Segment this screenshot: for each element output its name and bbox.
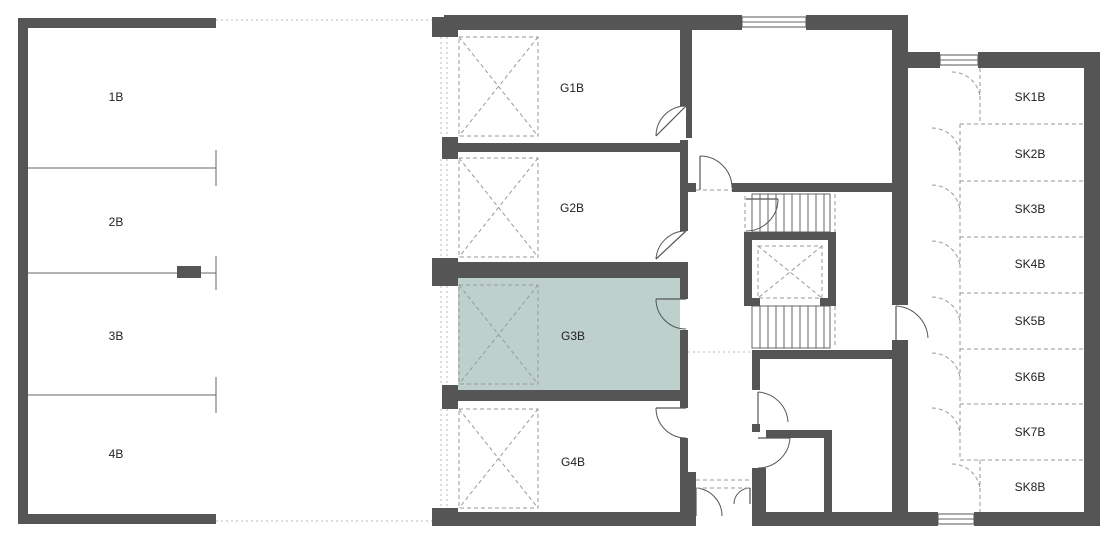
- core-lower-room-left-wall-1: [752, 350, 760, 390]
- storage-label-sk1b: SK1B: [1015, 90, 1046, 104]
- garage-label-g4b: G4B: [561, 455, 585, 469]
- parking-column: [177, 266, 201, 278]
- storage-label-sk4b: SK4B: [1015, 257, 1046, 271]
- storage-sk7b[interactable]: SK7B: [1015, 425, 1046, 439]
- garage-top-wall: [444, 15, 742, 30]
- central-core: [686, 15, 929, 526]
- storage-sk6b[interactable]: SK6B: [1015, 370, 1046, 384]
- garage-rear-wall-2: [680, 140, 688, 231]
- core-lower-room-top-wall: [752, 350, 900, 359]
- storage-sk8b[interactable]: SK8B: [1015, 480, 1046, 494]
- door-stairs: [744, 196, 779, 232]
- garage-partition-2: [458, 262, 688, 278]
- parking-label-3b: 3B: [109, 329, 124, 343]
- storage-sk2b[interactable]: SK2B: [1015, 147, 1046, 161]
- car-outline-g2b: [458, 157, 539, 258]
- garage-bottom-wall: [458, 512, 688, 526]
- parking-top-wall: [18, 18, 216, 28]
- parking-label-4b: 4B: [109, 447, 124, 461]
- storage-label-sk6b: SK6B: [1015, 370, 1046, 384]
- storage-sk1b[interactable]: SK1B: [1015, 90, 1046, 104]
- garage-label-g2b: G2B: [560, 201, 584, 215]
- storage-partitions: [959, 68, 1084, 512]
- storage-sk4b[interactable]: SK4B: [1015, 257, 1046, 271]
- car-outline-g4b: [458, 408, 539, 509]
- parking-bottom-wall: [18, 514, 216, 524]
- car-outline-g1b: [458, 36, 539, 137]
- door-lower-room: [757, 391, 789, 424]
- parking-space-3b[interactable]: 3B: [109, 329, 124, 343]
- storage-sk3b[interactable]: SK3B: [1015, 202, 1046, 216]
- core-right-wall-upper: [892, 15, 908, 305]
- storage-label-sk3b: SK3B: [1015, 202, 1046, 216]
- core-room-divider-left: [686, 30, 692, 138]
- door-g2b: [655, 230, 687, 260]
- garage-rear-wall-4: [680, 330, 688, 408]
- core-lower-left-wall: [688, 472, 696, 526]
- elevator-shaft: [744, 232, 836, 306]
- garage-partition-1: [458, 143, 688, 152]
- storage-top-wall-left: [892, 52, 940, 68]
- door-storage-corridor: [895, 305, 929, 340]
- corridor-top-wall: [806, 15, 908, 30]
- garage-column-3: [432, 258, 458, 286]
- core-top-room-bottom-wall: [732, 183, 908, 192]
- core-right-wall-lower: [892, 340, 908, 526]
- core-lower-room-left-wall-3: [752, 468, 766, 526]
- garage-column-2: [442, 137, 458, 159]
- garage-g3b-highlight: [458, 278, 680, 390]
- storage-label-sk5b: SK5B: [1015, 314, 1046, 328]
- garage-label-g1b: G1B: [560, 81, 584, 95]
- garage-column-bottom: [432, 508, 458, 526]
- garage-g1b[interactable]: G1B: [560, 81, 584, 95]
- core-small-wall-left: [688, 183, 696, 192]
- staircase: [751, 193, 836, 349]
- technical-room-side: [824, 430, 832, 512]
- garage-rear-wall-1: [680, 30, 688, 106]
- parking-label-2b: 2B: [109, 215, 124, 229]
- garage-g3b[interactable]: G3B: [561, 329, 585, 343]
- storage-bottom-wall-left: [892, 512, 938, 526]
- garage-g2b[interactable]: G2B: [560, 201, 584, 215]
- garage-column-4: [442, 385, 458, 409]
- storage-label-sk8b: SK8B: [1015, 480, 1046, 494]
- storage-label-sk7b: SK7B: [1015, 425, 1046, 439]
- door-g3b: [655, 298, 687, 330]
- door-g1b: [655, 105, 687, 137]
- garage-g4b[interactable]: G4B: [561, 455, 585, 469]
- storage-door-swings: [931, 71, 981, 491]
- door-technical-room: [757, 437, 791, 469]
- storage-right-wall: [1084, 52, 1100, 526]
- garage-block: G1B G2B G3B G4B: [432, 15, 908, 526]
- parking-space-2b[interactable]: 2B: [109, 215, 124, 229]
- garage-label-g3b: G3B: [561, 329, 585, 343]
- parking-area: 1B 2B 3B 4B: [18, 18, 440, 524]
- core-lower-room-left-wall-2: [752, 424, 760, 432]
- garage-rear-wall-5: [680, 438, 688, 526]
- garage-rear-wall-3: [680, 262, 688, 299]
- storage-bottom-wall-right: [974, 512, 1100, 526]
- technical-room-top: [766, 430, 832, 438]
- garage-partition-3: [458, 390, 688, 401]
- parking-space-4b[interactable]: 4B: [109, 447, 124, 461]
- car-outline-g3b: [458, 284, 539, 385]
- door-g4b: [655, 407, 687, 439]
- parking-label-1b: 1B: [109, 90, 124, 104]
- core-bottom-wall: [752, 512, 908, 526]
- door-corridor-top: [696, 155, 733, 191]
- storage-top-wall-right: [978, 52, 1100, 68]
- storage-sk5b[interactable]: SK5B: [1015, 314, 1046, 328]
- storage-block: SK1B SK2B SK3B SK4B SK5B SK6B SK7B SK8B: [892, 52, 1100, 526]
- door-exit-double: [695, 479, 752, 517]
- parking-left-wall: [18, 18, 28, 524]
- parking-space-1b[interactable]: 1B: [109, 90, 124, 104]
- storage-label-sk2b: SK2B: [1015, 147, 1046, 161]
